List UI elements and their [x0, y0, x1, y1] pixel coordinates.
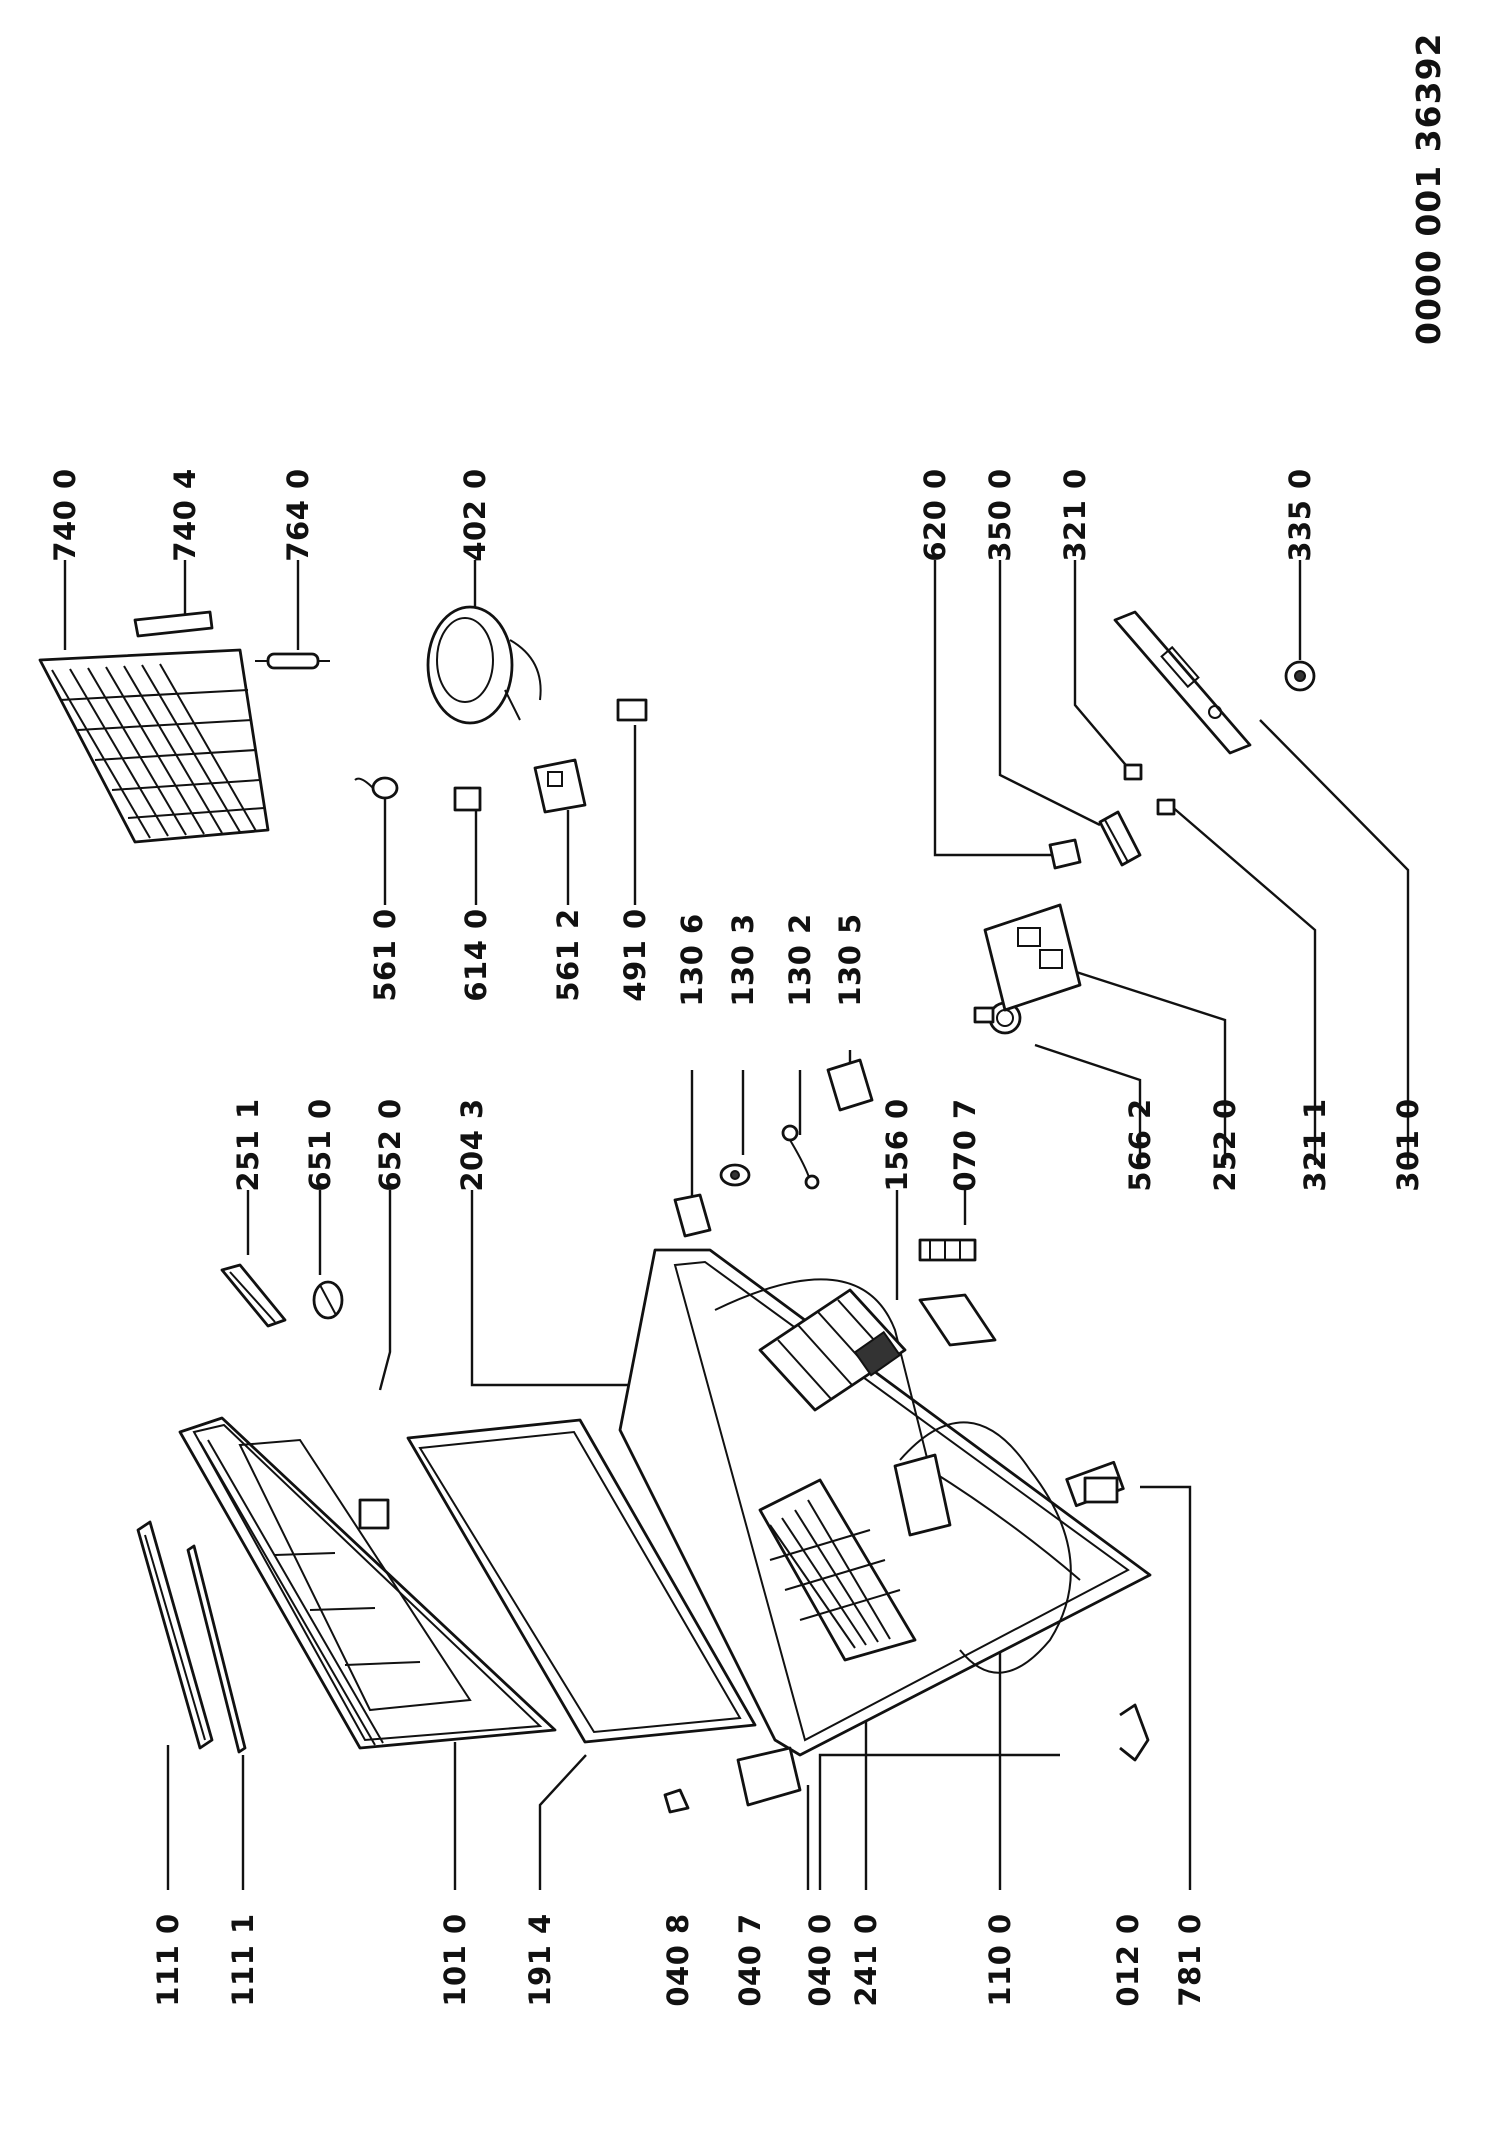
foot-part: [736, 1746, 802, 1807]
part-labels: 111 0 111 1 101 0 191 4 040 8 040 7 040 …: [48, 468, 1425, 2006]
label-781-0: 781 0: [1173, 1913, 1207, 2006]
thin-strip-part: [186, 1544, 247, 1754]
label-652-0: 652 0: [373, 1098, 407, 1191]
label-040-8: 040 8: [661, 1913, 695, 2006]
cover-cap-part: [616, 698, 648, 722]
starter-part: [533, 758, 587, 814]
thermostat-housing-part: [673, 1193, 712, 1238]
label-204-3: 204 3: [455, 1098, 489, 1191]
label-321-0: 321 0: [1058, 468, 1092, 561]
label-191-4: 191 4: [523, 1913, 557, 2006]
terminal-part: [1048, 838, 1082, 870]
label-740-4: 740 4: [168, 468, 202, 561]
label-561-0: 561 0: [368, 908, 402, 1001]
grille-part: [918, 1238, 977, 1262]
overload-protector-part: [354, 776, 399, 800]
part-drawings: [38, 605, 1316, 1814]
label-561-2: 561 2: [551, 908, 585, 1001]
control-box-part: [983, 903, 1082, 1012]
label-012-0: 012 0: [1111, 1913, 1145, 2006]
label-740-0: 740 0: [48, 468, 82, 561]
label-241-0: 241 0: [849, 1913, 883, 2006]
label-301-0: 301 0: [1391, 1098, 1425, 1191]
label-130-6: 130 6: [675, 913, 709, 1006]
label-620-0: 620 0: [918, 468, 952, 561]
clip-small-part: [663, 1788, 690, 1814]
indicator-lamp-part: [1098, 810, 1142, 867]
condenser-part: [38, 648, 270, 844]
condenser-bracket-part: [133, 610, 214, 638]
gasket-part: [406, 1418, 757, 1744]
control-knob-part: [1284, 660, 1316, 692]
compressor-part: [426, 605, 542, 725]
lamp-part: [312, 1280, 344, 1320]
plate-part: [1083, 1476, 1119, 1504]
label-130-2: 130 2: [783, 913, 817, 1006]
sensor-part: [781, 1124, 820, 1190]
label-101-0: 101 0: [438, 1913, 472, 2006]
label-491-0: 491 0: [618, 908, 652, 1001]
label-251-1: 251 1: [231, 1098, 265, 1191]
knob-part: [719, 1163, 751, 1187]
label-040-7: 040 7: [733, 1913, 767, 2006]
label-130-3: 130 3: [726, 913, 760, 1006]
hinge-block-part: [893, 1453, 952, 1537]
hinge-cover-part: [220, 1263, 287, 1328]
small-switch-part: [1123, 763, 1176, 816]
label-156-0: 156 0: [880, 1098, 914, 1191]
inner-basket-part: [758, 1288, 907, 1412]
bracket-part: [1119, 1703, 1150, 1762]
label-651-0: 651 0: [303, 1098, 337, 1191]
label-070-7: 070 7: [948, 1098, 982, 1191]
label-321-1: 321 1: [1298, 1098, 1332, 1191]
control-panel-part: [1113, 610, 1252, 755]
relay-part: [453, 786, 482, 812]
label-350-0: 350 0: [983, 468, 1017, 561]
handle-strip-part: [136, 1520, 214, 1750]
label-111-0: 111 0: [151, 1913, 185, 2006]
label-402-0: 402 0: [458, 468, 492, 561]
lid-part: [178, 1416, 557, 1750]
switch-housing-part: [826, 1058, 874, 1112]
cabinet-part: [618, 1248, 1152, 1757]
document-id: 0000 001 36392: [1409, 32, 1448, 345]
label-566-2: 566 2: [1123, 1098, 1157, 1191]
filter-drier-part: [255, 652, 330, 670]
label-252-0: 252 0: [1208, 1098, 1242, 1191]
label-130-5: 130 5: [833, 913, 867, 1006]
label-614-0: 614 0: [459, 908, 493, 1001]
wire-basket-part: [758, 1478, 917, 1662]
label-040-0: 040 0: [803, 1913, 837, 2006]
label-335-0: 335 0: [1283, 468, 1317, 561]
label-110-0: 110 0: [983, 1913, 1017, 2006]
label-764-0: 764 0: [281, 468, 315, 561]
label-111-1: 111 1: [226, 1913, 260, 2006]
